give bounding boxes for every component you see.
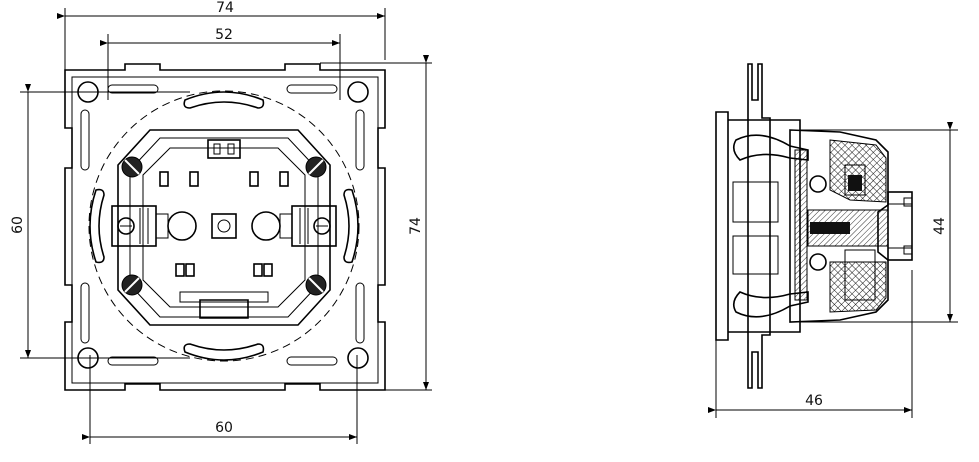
corner-hole	[347, 81, 369, 103]
pin-hole-right	[251, 211, 281, 241]
frame-inner-edge	[71, 76, 379, 384]
dimension-height-44: 44	[800, 122, 958, 323]
side-pin-opening	[732, 235, 779, 275]
mounting-frame	[64, 63, 386, 391]
center-screw	[217, 219, 231, 233]
cover-outline-dashed	[88, 90, 360, 362]
side-mounting-plate	[747, 63, 771, 389]
pin-hole-left	[167, 211, 197, 241]
dimension-top-74: 74	[57, 0, 386, 70]
dimension-bottom-60: 60	[82, 355, 358, 444]
fixing-screws	[121, 156, 327, 296]
curved-slot-top	[183, 91, 265, 109]
curved-slot-left	[89, 188, 105, 264]
claw-top	[732, 134, 809, 161]
dimension-label-60-left: 60	[10, 216, 26, 234]
dimension-label-44: 44	[932, 217, 948, 235]
side-body	[789, 129, 889, 323]
dimension-label-60-bottom: 60	[215, 420, 233, 436]
corner-hole	[347, 347, 369, 369]
frame-slots	[80, 84, 365, 366]
terminal-left	[111, 205, 169, 247]
socket-body	[117, 129, 331, 326]
claw-bottom	[732, 291, 809, 318]
side-view: 44 46	[708, 63, 958, 418]
side-body-hatched	[829, 139, 887, 203]
terminal-right	[279, 205, 337, 247]
corner-hole	[77, 81, 99, 103]
corner-hole	[77, 347, 99, 369]
dimension-left-60: 60	[10, 84, 190, 359]
side-terminal-tabs	[887, 191, 913, 261]
front-view: 74 52 60 74 60	[10, 0, 432, 444]
dimension-label-74-top: 74	[216, 0, 234, 16]
dimension-label-52: 52	[215, 27, 233, 43]
center-screw-square	[211, 213, 237, 239]
side-cover-ring	[715, 111, 729, 341]
dimension-depth-46: 46	[708, 270, 913, 418]
dimension-label-46: 46	[805, 393, 823, 409]
dimension-label-74-right: 74	[408, 217, 424, 235]
curved-slot-right	[343, 188, 359, 264]
side-pin-opening	[732, 181, 779, 223]
dimension-right-74: 74	[320, 55, 432, 391]
curved-slot-bottom	[183, 343, 265, 361]
